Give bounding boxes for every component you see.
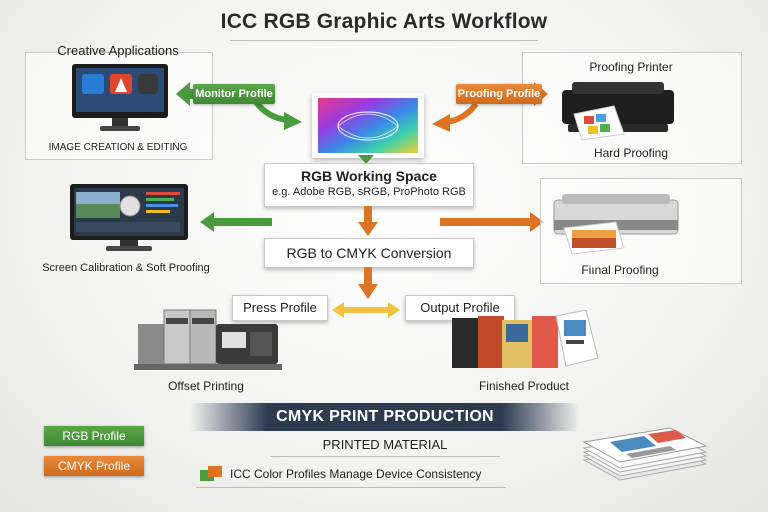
printed-material-rule — [270, 456, 500, 457]
calibration-monitor-icon — [68, 182, 190, 254]
screen-calibration-label: Screen Calibration & Soft Proofing — [20, 262, 232, 274]
working-space-title: RGB Working Space — [265, 168, 473, 184]
monitor-icon — [70, 62, 170, 134]
legend-note-rule — [196, 487, 506, 488]
press-output-double-arrow — [332, 302, 400, 318]
down-arrow-production — [358, 267, 378, 301]
legend-note: ICC Color Profiles Manage Device Consist… — [230, 467, 530, 481]
offset-printing-label: Offset Printing — [136, 379, 276, 393]
creative-applications-caption: IMAGE CREATION & EDITING — [25, 142, 211, 153]
color-profiles-icon — [200, 466, 224, 482]
cmyk-print-production-banner: CMYK PRINT PRODUCTION — [190, 403, 580, 431]
soft-proofing-arrow — [200, 212, 272, 232]
legend-rgb-profile: RGB Profile — [44, 426, 144, 446]
proofing-profile-tag: Proofing Profile — [456, 84, 542, 104]
printed-material-label: PRINTED MATERIAL — [240, 437, 530, 452]
creative-applications-heading: Creative Applications — [25, 43, 211, 58]
printer-icon — [558, 76, 678, 142]
down-arrow-conversion — [358, 206, 378, 238]
final-proofing-label: Fiınal Proofing — [540, 263, 700, 277]
proofing-printer-heading: Proofing Printer — [522, 60, 740, 74]
large-format-printer-icon — [552, 192, 680, 256]
final-proofing-arrow — [440, 212, 544, 232]
monitor-profile-tag: Monitor Profile — [193, 84, 275, 104]
page-title: ICC RGB Graphic Arts Workflow — [0, 10, 768, 34]
gamut-spectrum-image — [318, 98, 418, 153]
rgb-to-cmyk-conversion-box: RGB to CMYK Conversion — [264, 238, 474, 268]
offset-press-icon — [134, 306, 284, 372]
finished-product-label: Finished Product — [446, 379, 602, 393]
paper-stack-icon — [580, 412, 710, 486]
legend-cmyk-profile: CMYK Profile — [44, 456, 144, 476]
proofing-printer-caption: Hard Proofing — [522, 146, 740, 160]
working-space-subtitle: e.g. Adobe RGB, sRGB, ProPhoto RGB — [265, 186, 473, 198]
title-divider — [230, 40, 538, 41]
finished-product-icon — [450, 310, 600, 372]
rgb-working-space-box: RGB Working Space e.g. Adobe RGB, sRGB, … — [264, 163, 474, 207]
